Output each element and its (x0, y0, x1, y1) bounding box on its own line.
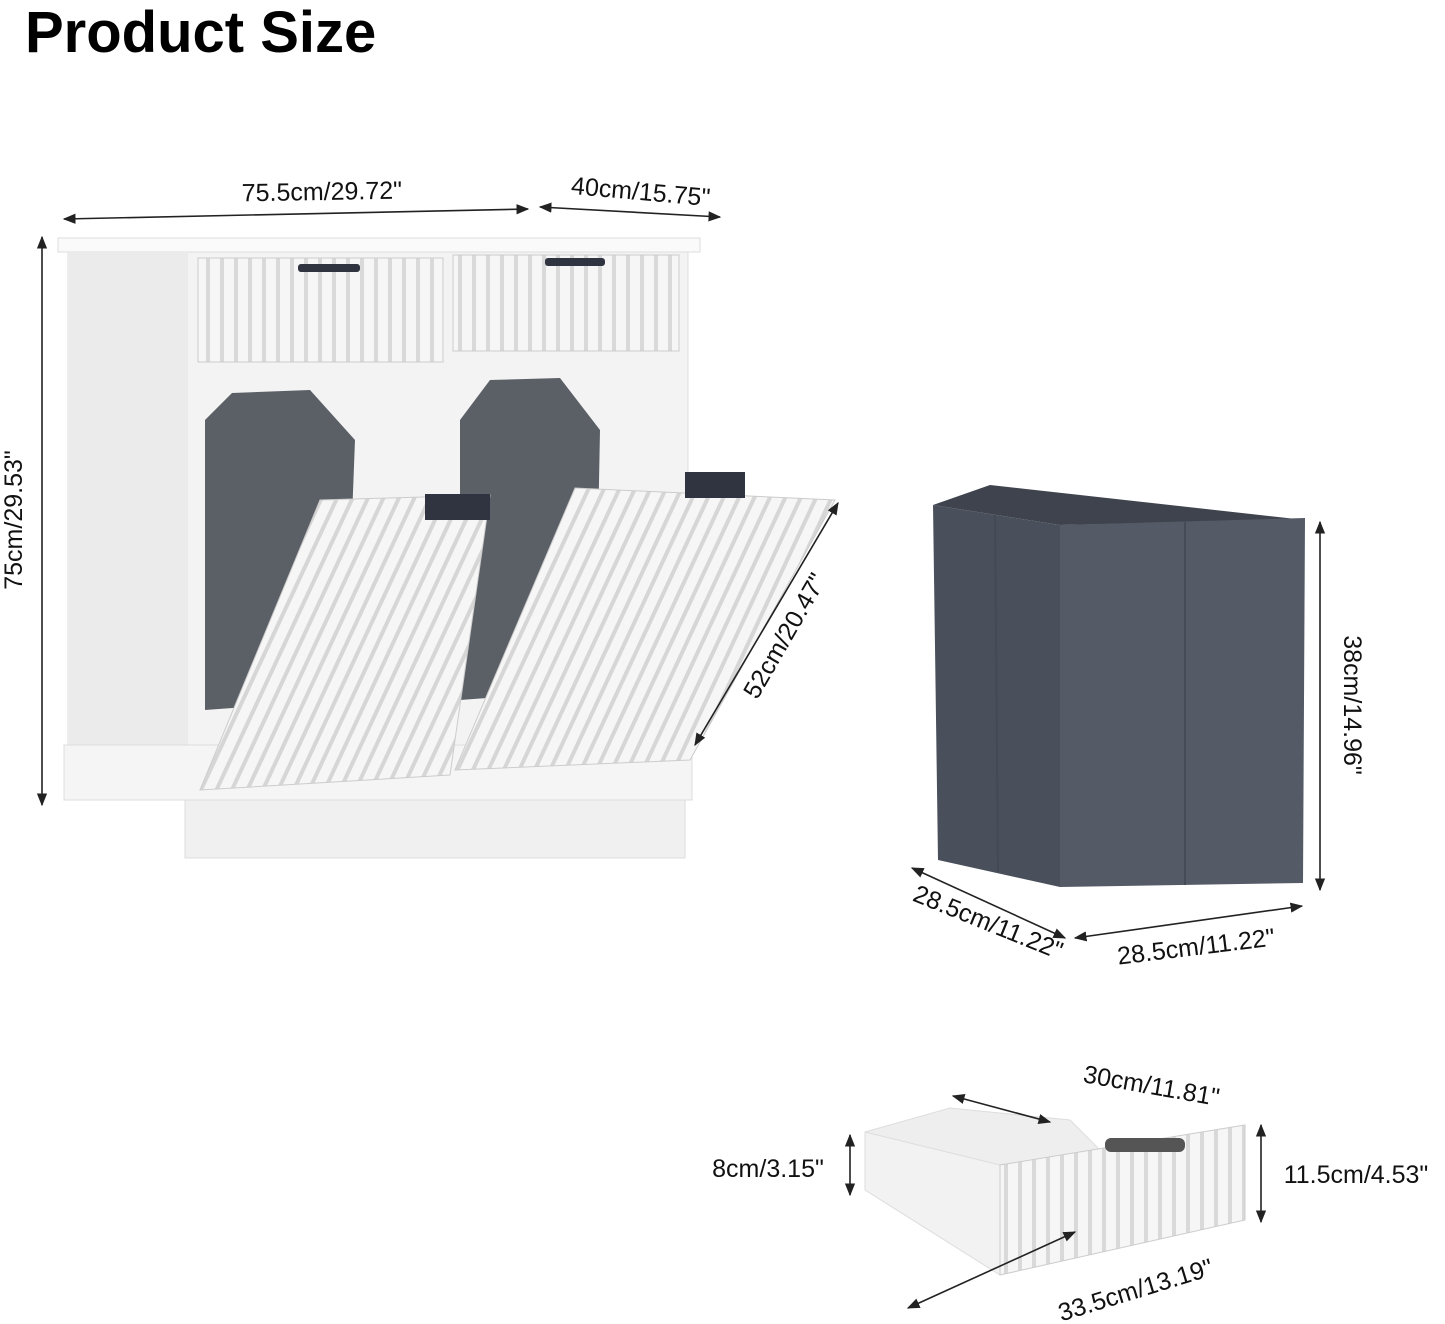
drawer-front-height-label: 11.5cm/4.53" (1284, 1161, 1429, 1189)
cabinet-height-label: 75cm/29.53" (0, 450, 28, 590)
page-title: Product Size (25, 0, 376, 65)
hamper-depth-label: 28.5cm/11.22" (909, 880, 1066, 965)
cabinet-depth-arrow (538, 202, 722, 222)
cabinet-illustration (57, 237, 836, 859)
drawer-inner-height-label: 8cm/3.15" (712, 1155, 824, 1183)
hamper-width-label: 28.5cm/11.22" (1116, 924, 1277, 971)
cabinet-depth-label: 40cm/15.75" (570, 172, 711, 212)
cabinet-width-label: 75.5cm/29.72" (241, 177, 402, 208)
door-length-arrow (694, 501, 839, 747)
drawer-depth-arrow (951, 1094, 1052, 1124)
cabinet-width-arrow (62, 204, 530, 224)
drawer-width-arrow (906, 1231, 1077, 1309)
hamper-illustration (933, 485, 1305, 887)
drawer-depth-label: 30cm/11.81" (1081, 1060, 1221, 1111)
hamper-height-label: 38cm/14.96" (1338, 635, 1366, 775)
drawer-width-label: 33.5cm/13.19" (1055, 1254, 1217, 1324)
hamper-width-arrow (1073, 902, 1304, 942)
hamper-depth-arrow (910, 867, 1067, 939)
drawer-illustration (864, 1107, 1246, 1276)
